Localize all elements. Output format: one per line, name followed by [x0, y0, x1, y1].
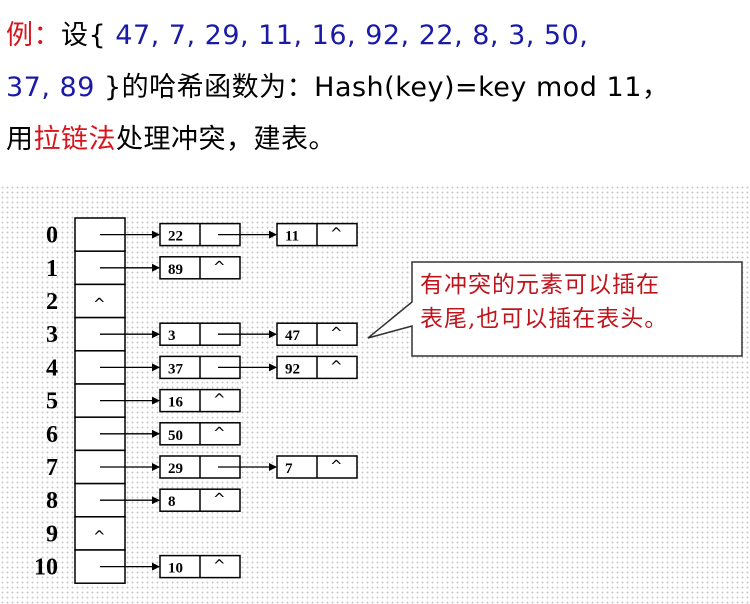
- null-pointer: ^: [213, 391, 226, 409]
- null-pointer: ^: [213, 557, 226, 575]
- bucket-index: 6: [46, 422, 58, 448]
- null-pointer: ^: [330, 357, 343, 375]
- null-pointer: ^: [330, 225, 343, 243]
- bucket-index: 2: [46, 289, 58, 315]
- node-key: 7: [285, 461, 293, 477]
- bucket-index: 10: [34, 555, 58, 581]
- null-pointer: ^: [213, 490, 226, 508]
- node-key: 8: [168, 494, 176, 510]
- bucket-index: 8: [46, 488, 58, 514]
- bucket-1: 1 89 ^: [46, 250, 241, 286]
- bucket-2: 2^: [46, 283, 126, 319]
- bucket-5: 5 16 ^: [46, 383, 241, 418]
- callout-line-1: 有冲突的元素可以插在: [420, 272, 660, 298]
- chain-node: 10 ^: [159, 554, 241, 579]
- node-key: 11: [285, 229, 299, 245]
- null-pointer: ^: [213, 258, 226, 276]
- chain-node: 50 ^: [159, 422, 241, 446]
- set-open: 设{: [61, 20, 107, 51]
- line3-prefix: 用: [6, 124, 34, 155]
- chain-node: 92 ^: [276, 355, 358, 380]
- keys-line-2: 37, 89: [6, 72, 104, 103]
- callout-bubble: [367, 261, 743, 357]
- node-key: 29: [168, 461, 183, 477]
- node-key: 16: [168, 395, 184, 411]
- bucket-index: 9: [46, 521, 58, 547]
- bucket-3: 3 3 47 ^: [46, 316, 358, 352]
- node-key: 22: [168, 229, 183, 245]
- chain-node: 16 ^: [159, 388, 241, 413]
- bucket-index: 1: [46, 256, 58, 282]
- bucket-index: 4: [46, 355, 58, 381]
- bucket-10: 10 10 ^: [34, 549, 241, 584]
- chain-node: 37: [159, 355, 277, 380]
- null-pointer: ^: [330, 457, 343, 475]
- bucket-4: 4 37 92 ^: [46, 350, 358, 385]
- node-key: 47: [285, 328, 301, 344]
- problem-line-3: 用拉链法处理冲突，建表。: [6, 114, 746, 166]
- null-pointer: ^: [93, 527, 106, 545]
- null-pointer: ^: [330, 324, 343, 342]
- callout-line-2: 表尾,也可以插在表头。: [420, 306, 669, 332]
- bucket-index: 0: [46, 223, 58, 249]
- node-key: 89: [168, 262, 183, 278]
- chain-node: 89 ^: [159, 256, 241, 280]
- bucket-index: 7: [46, 455, 58, 481]
- keys-line-1: 47, 7, 29, 11, 16, 92, 22, 8, 3, 50,: [106, 20, 589, 51]
- chain-node: 29: [159, 455, 277, 479]
- callout-text: 有冲突的元素可以插在 表尾,也可以插在表头。: [420, 268, 740, 336]
- node-key: 10: [168, 561, 183, 577]
- problem-line-1: 例：设{ 47, 7, 29, 11, 16, 92, 22, 8, 3, 50…: [6, 10, 746, 62]
- example-label: 例：: [6, 20, 61, 51]
- bucket-6: 6 50 ^: [46, 416, 241, 452]
- bucket-index: 5: [46, 389, 58, 415]
- bucket-9: 9^: [46, 516, 126, 551]
- node-key: 92: [285, 361, 300, 377]
- chain-node: 22: [159, 222, 277, 247]
- node-key: 50: [168, 428, 183, 444]
- chain-node: 8^: [159, 488, 241, 512]
- node-key: 3: [168, 328, 176, 344]
- problem-line-2: 37, 89 }的哈希函数为：Hash(key)=key mod 11，: [6, 62, 746, 114]
- node-key: 37: [168, 361, 184, 377]
- chain-node: 3: [159, 322, 277, 346]
- null-pointer: ^: [213, 424, 226, 442]
- bucket-index: 3: [46, 322, 58, 348]
- chain-node: 7^: [276, 455, 358, 479]
- chain-node: 47 ^: [276, 322, 358, 346]
- bucket-cell: [74, 516, 126, 551]
- problem-statement: 例：设{ 47, 7, 29, 11, 16, 92, 22, 8, 3, 50…: [6, 10, 746, 166]
- bucket-cell: [74, 283, 126, 319]
- bucket-0: 0 22 11 ^: [46, 217, 358, 252]
- chain-node: 11 ^: [276, 222, 358, 247]
- method-name: 拉链法: [33, 124, 116, 155]
- null-pointer: ^: [93, 295, 106, 313]
- line3-suffix: 处理冲突，建表。: [116, 124, 336, 155]
- hash-function: }的哈希函数为：Hash(key)=key mod 11，: [103, 72, 670, 103]
